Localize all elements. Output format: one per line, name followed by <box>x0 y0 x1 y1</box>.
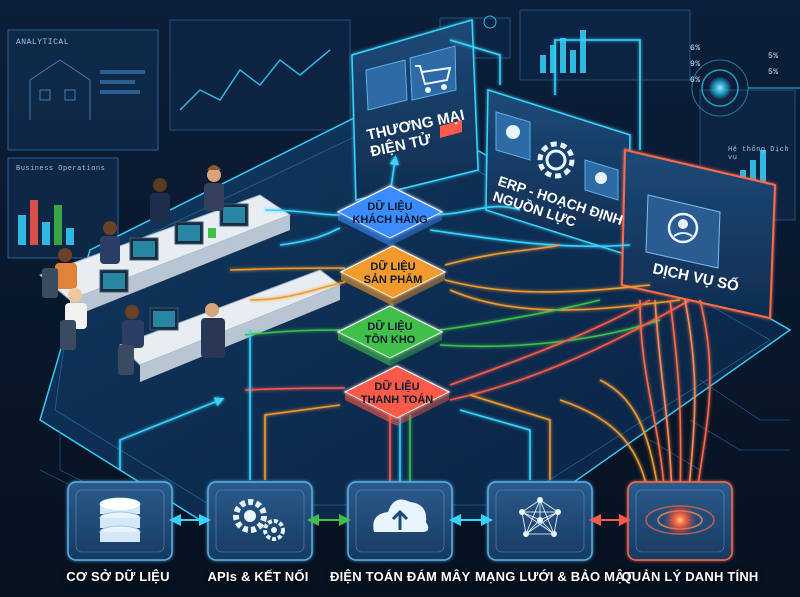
house-wireframe-icon <box>29 59 91 120</box>
shopping-cart-icon <box>415 65 452 93</box>
percent-readout: 6% <box>690 44 701 53</box>
erp-panel <box>485 88 631 257</box>
percent-readout: 6% <box>690 76 701 85</box>
digital-services-panel <box>620 148 777 320</box>
line-chart-icon <box>179 49 331 111</box>
ecommerce-panel <box>351 19 479 201</box>
caption-database: CƠ SỞ DỮ LIỆU <box>66 569 170 584</box>
cyan-radar-icon <box>708 76 732 100</box>
user-avatar-icon-2 <box>595 172 607 184</box>
small-gauge-icon <box>483 15 497 29</box>
tile-identity <box>627 481 733 561</box>
tile-network <box>487 481 593 561</box>
business-ops-panel <box>7 157 119 259</box>
bar-chart-icon <box>18 200 74 245</box>
identity-glow-icon <box>645 504 715 536</box>
right-small-label: Hệ thống Dịch vụ <box>728 146 790 162</box>
gear-icon <box>537 141 575 179</box>
tile-cloud <box>347 481 453 561</box>
caption-apis: APIs & KẾT NỐI <box>207 569 309 584</box>
percent-readout: 9% <box>690 60 701 69</box>
network-icon <box>519 497 561 537</box>
tile-database <box>67 481 173 561</box>
percent-readout: 5% <box>768 52 779 61</box>
person-figures <box>55 165 225 358</box>
connection-lines <box>119 39 711 501</box>
caption-cloud: ĐIỆN TOÁN ĐÁM MÂY <box>330 569 471 584</box>
cloud-upload-icon <box>373 499 429 532</box>
infrastructure-tiles <box>67 481 733 561</box>
percent-readout: 5% <box>768 68 779 77</box>
tile-apis <box>207 481 313 561</box>
user-avatar-icon <box>506 125 520 139</box>
caption-identity: QUẢN LÝ DANH TÍNH <box>621 569 759 584</box>
database-icon <box>99 497 141 542</box>
business-ops-label: Business Operations <box>16 165 106 173</box>
buy-badge <box>440 120 462 138</box>
gears-icon <box>233 499 285 541</box>
office-team-illustration <box>39 165 342 382</box>
analytical-label: ANALYTICAL <box>16 38 70 47</box>
mini-bar-chart-icon <box>540 30 586 73</box>
profile-icon <box>667 212 699 244</box>
caption-network: MẠNG LƯỚI & BẢO MẬT <box>475 569 633 584</box>
plant-icon <box>208 228 216 238</box>
